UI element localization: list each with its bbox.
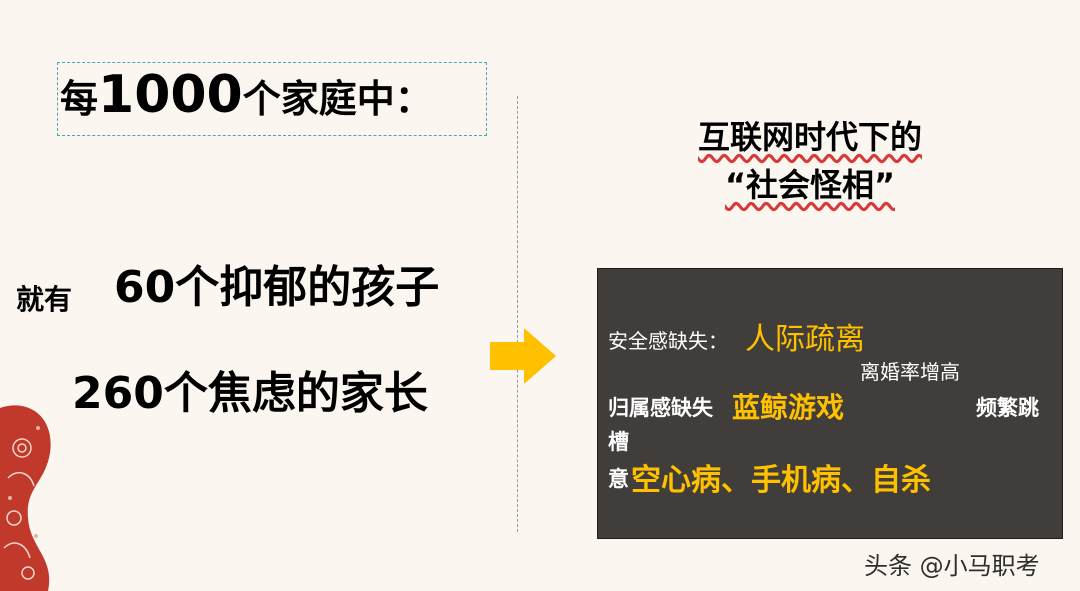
vertical-divider (517, 96, 518, 532)
title-suffix: 个家庭中： (242, 77, 433, 121)
stat-children: 60个抑郁的孩子 (114, 262, 440, 313)
box-row2: 离婚率增高 (860, 360, 960, 384)
arrow-right-icon (490, 328, 556, 384)
stat-parents: 260个焦虑的家长 (72, 368, 428, 419)
floral-decoration-icon (0, 405, 51, 591)
box-row4: 槽 (608, 430, 629, 454)
box-row3-right: 频繁跳 (976, 396, 1039, 420)
stat-prefix: 就有 (16, 283, 73, 316)
phenomena-box (597, 268, 1063, 539)
title-prefix: 每 (60, 77, 99, 121)
box-row1-highlight: 人际疏离 (745, 322, 865, 357)
title-box (57, 62, 487, 136)
right-title-line2: “社会怪相” (724, 166, 896, 204)
box-row5-highlight: 空心病、手机病、自杀 (631, 463, 931, 498)
box-row5-label: 意 (608, 467, 629, 491)
watermark: 头条 @小马职考 (864, 552, 1040, 580)
title-number: 1000 (98, 65, 243, 125)
box-row3-highlight: 蓝鲸游戏 (732, 391, 845, 424)
right-title-line1: 互联网时代下的 (697, 118, 922, 156)
box-row1-label: 安全感缺失： (608, 329, 728, 353)
page-title: 每1000个家庭中： (60, 68, 433, 126)
box-row3-label: 归属感缺失 (608, 396, 713, 420)
